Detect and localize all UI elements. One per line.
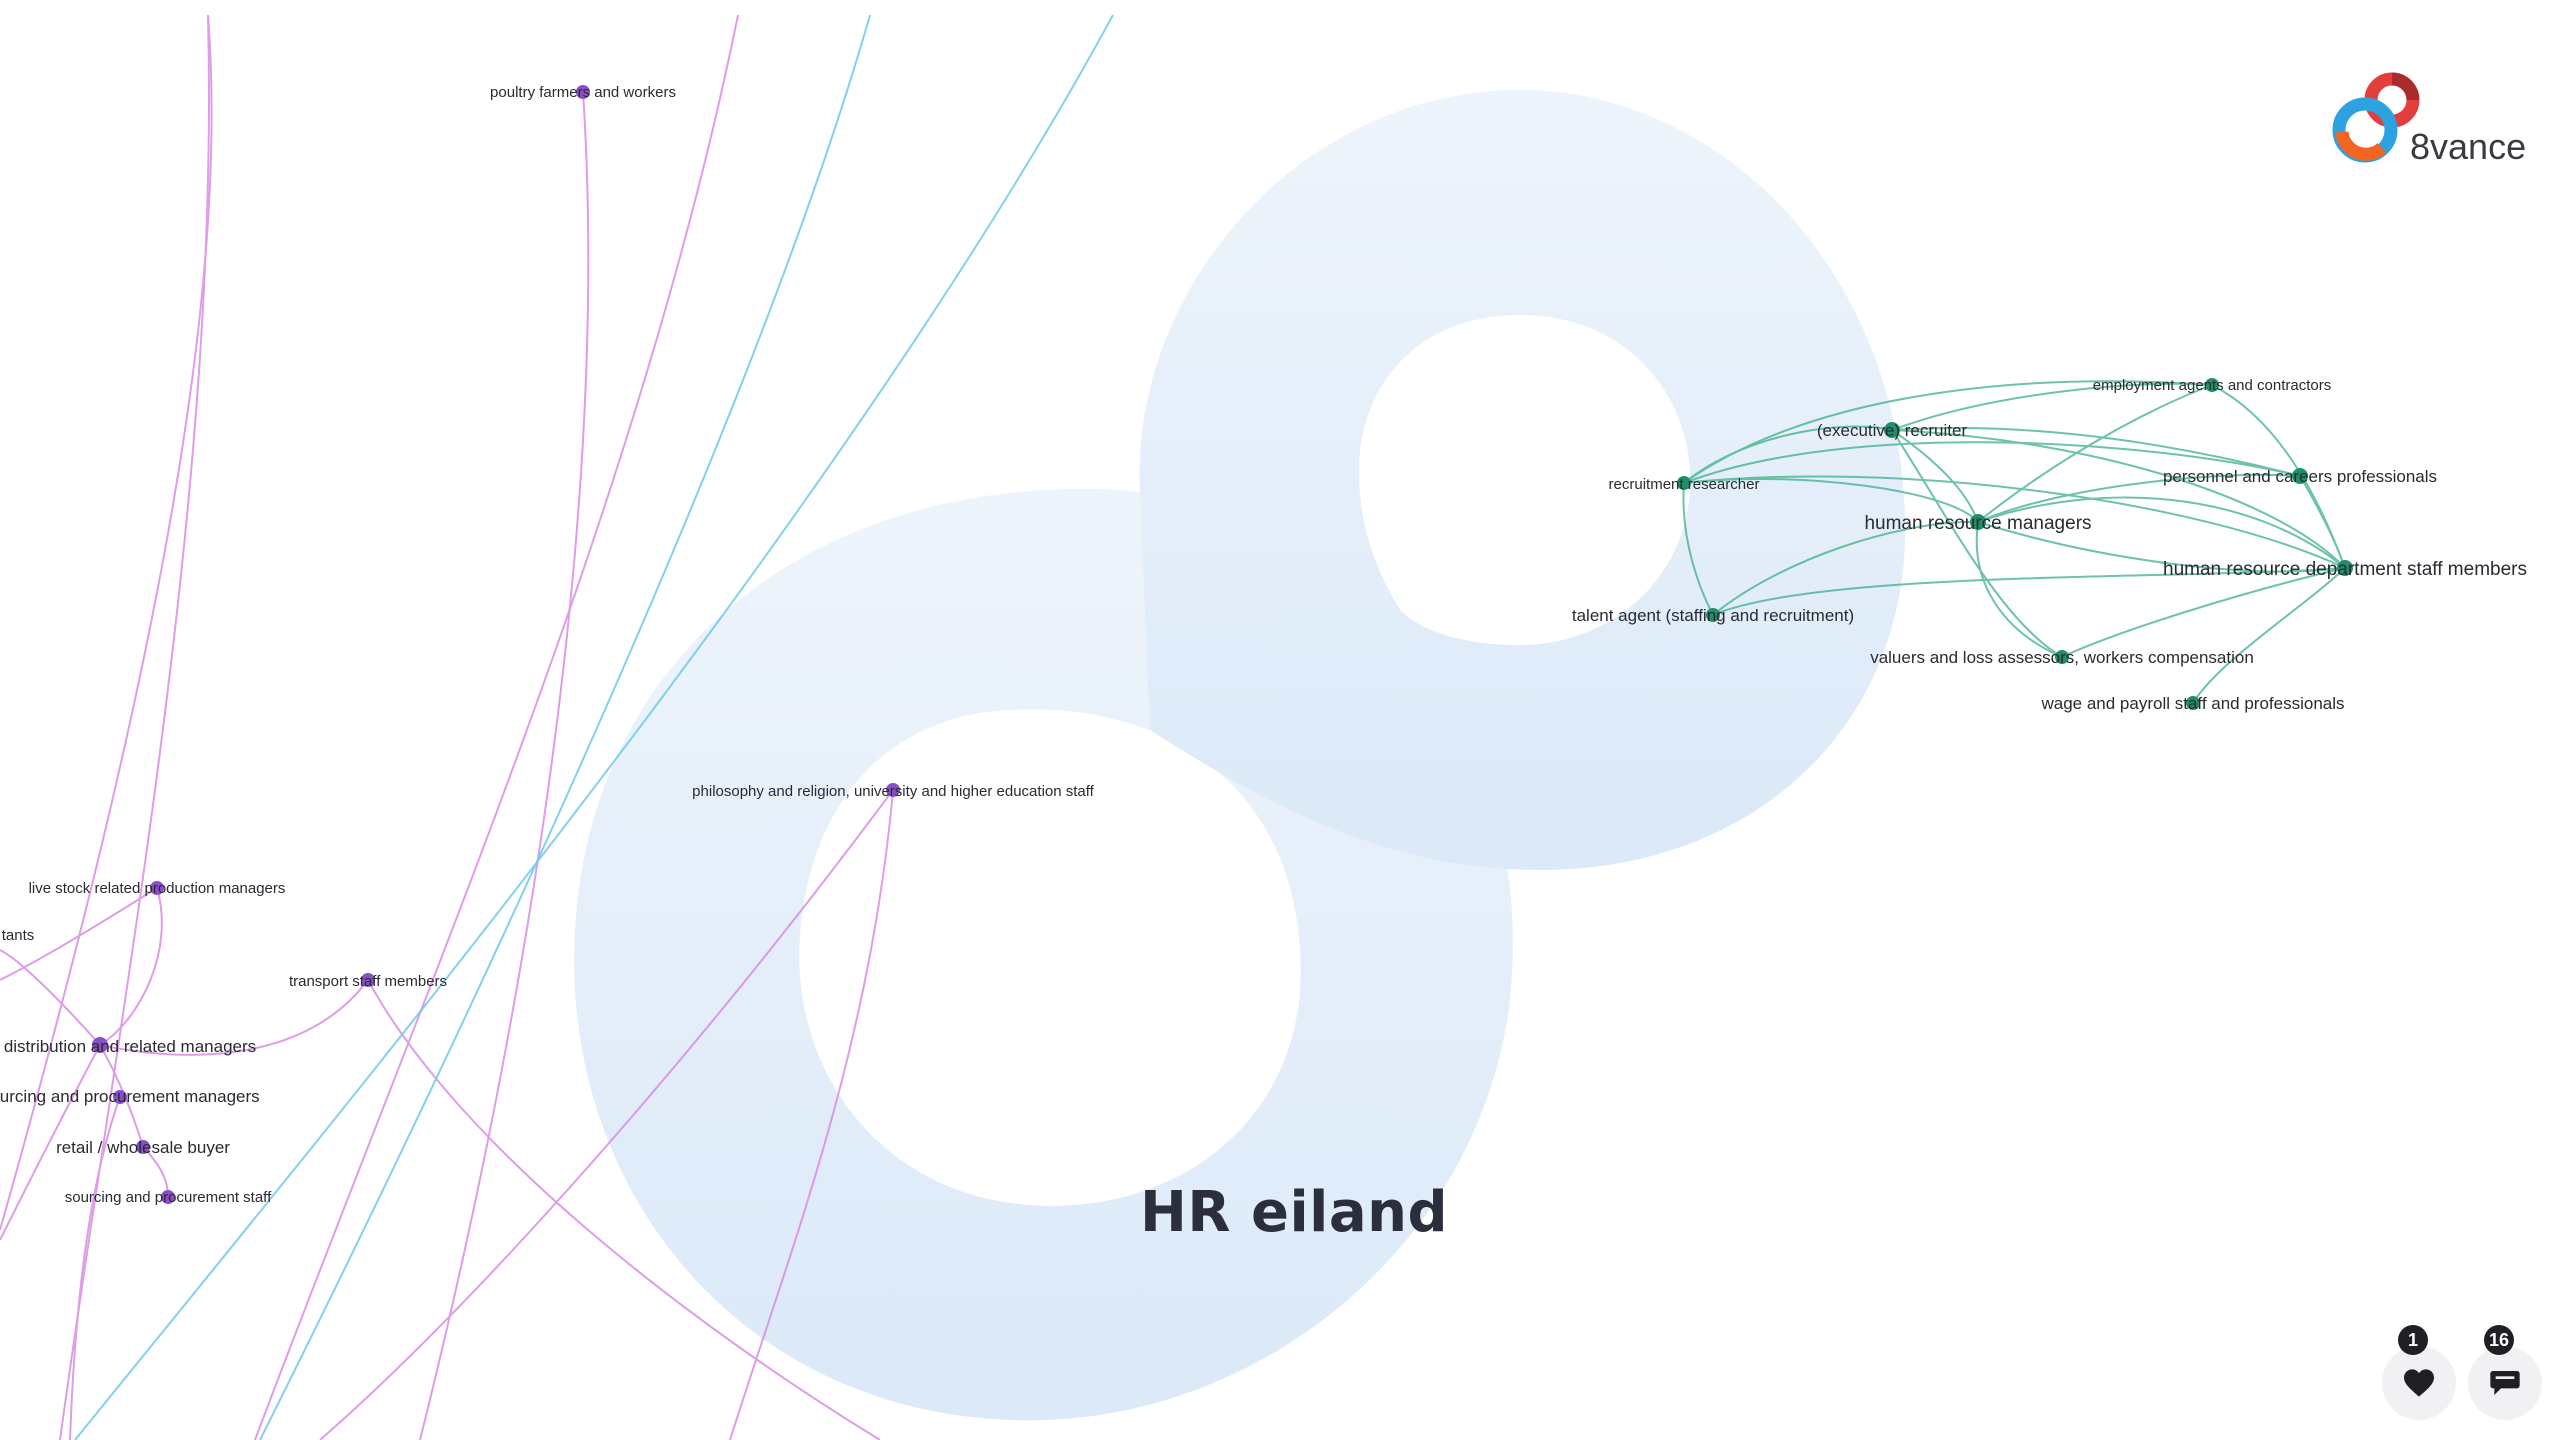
node-sourcing-managers[interactable] <box>113 1090 127 1104</box>
edge <box>2061 567 2346 658</box>
label-wage: wage and payroll staff and professionals <box>2040 694 2344 713</box>
watermark-eight <box>574 90 1906 1421</box>
node-hr-managers[interactable] <box>1970 514 1986 530</box>
edge <box>74 14 1114 1440</box>
blue-cluster-edges <box>74 14 1114 1440</box>
node-recruitment-researcher[interactable] <box>1677 476 1691 490</box>
brand-logo[interactable]: 8vance <box>2330 68 2540 178</box>
edge <box>1683 380 2213 484</box>
edge <box>1712 567 2346 616</box>
label-philosophy: philosophy and religion, university and … <box>692 783 1094 800</box>
edge <box>99 979 369 1056</box>
edge <box>1891 382 2213 431</box>
island-title: HR eiland <box>1140 1180 1449 1245</box>
purple-nodes <box>92 85 900 1204</box>
edge <box>1977 473 2301 523</box>
node-executive-recruiter[interactable] <box>1884 422 1900 438</box>
edge <box>59 14 210 1440</box>
edge <box>0 949 101 1046</box>
node-hr-staff[interactable] <box>2337 560 2353 576</box>
edge <box>1682 482 1714 616</box>
comment-count-badge: 16 <box>2484 1325 2514 1355</box>
label-sourcing-staff: sourcing and procurement staff <box>65 1189 272 1206</box>
brand-mark-icon <box>2332 72 2420 163</box>
label-talent-agent: talent agent (staffing and recruitment) <box>1572 606 1854 625</box>
edge <box>2192 567 2346 704</box>
edge <box>1683 441 2301 484</box>
edge <box>259 14 871 1440</box>
label-poultry: poultry farmers and workers <box>490 84 676 101</box>
like-count-badge: 1 <box>2398 1325 2428 1355</box>
label-valuers: valuers and loss assessors, workers comp… <box>1870 648 2254 667</box>
node-livestock[interactable] <box>150 881 164 895</box>
node-wage[interactable] <box>2186 696 2200 710</box>
node-philosophy[interactable] <box>886 783 900 797</box>
label-hr-staff: human resource department staff members <box>2163 559 2527 580</box>
node-retail[interactable] <box>136 1140 150 1154</box>
node-valuers[interactable] <box>2055 650 2069 664</box>
edge <box>367 979 881 1440</box>
edge <box>2299 475 2346 569</box>
brand-name: 8vance <box>2410 126 2527 167</box>
purple-cluster-edges <box>0 14 894 1440</box>
edge <box>69 1096 121 1440</box>
heart-icon <box>2404 1369 2434 1397</box>
label-employment: employment agents and contractors <box>2093 377 2331 394</box>
edge <box>1683 475 2346 569</box>
edge <box>0 1044 101 1241</box>
label-executive-recruiter: (executive) recruiter <box>1817 421 1968 440</box>
label-livestock: live stock related production managers <box>29 880 286 897</box>
label-recruitment-researcher: recruitment researcher <box>1609 476 1760 493</box>
like-button[interactable] <box>2382 1346 2456 1420</box>
edge <box>319 789 894 1440</box>
hr-cluster-edges <box>1682 380 2346 704</box>
node-labels: poultry farmers and workers live stock r… <box>0 84 2527 1206</box>
label-transport: transport staff members <box>289 973 447 990</box>
label-retail: retail / wholesale buyer <box>56 1138 230 1157</box>
watermark-upper-ring <box>1139 90 1906 870</box>
hr-nodes <box>1677 378 2353 710</box>
node-talent-agent[interactable] <box>1706 608 1720 622</box>
comment-button[interactable] <box>2468 1346 2542 1420</box>
edge <box>1891 427 2301 477</box>
label-sourcing-managers: ourcing and procurement managers <box>0 1087 260 1106</box>
edge <box>254 14 739 1440</box>
label-personnel: personnel and careers professionals <box>2163 467 2437 486</box>
edge <box>419 91 590 1440</box>
comment-icon <box>2490 1371 2520 1395</box>
edge <box>1712 520 1979 616</box>
edge <box>99 887 163 1046</box>
label-consultants: tants <box>2 927 35 944</box>
node-employment[interactable] <box>2205 378 2219 392</box>
node-personnel[interactable] <box>2292 468 2308 484</box>
edge <box>1891 429 2346 569</box>
edge <box>1975 521 2063 658</box>
edge <box>1977 496 2346 569</box>
edge <box>0 887 158 981</box>
node-transport[interactable] <box>361 973 375 987</box>
edge <box>1683 477 1979 523</box>
label-hr-managers: human resource managers <box>1864 513 2091 534</box>
node-poultry[interactable] <box>576 85 590 99</box>
edge <box>1977 384 2213 523</box>
label-distribution: distribution and related managers <box>4 1037 256 1056</box>
node-sourcing-staff[interactable] <box>161 1190 175 1204</box>
node-distribution[interactable] <box>92 1037 108 1053</box>
edge <box>1891 429 2063 658</box>
edge <box>1891 429 1979 523</box>
